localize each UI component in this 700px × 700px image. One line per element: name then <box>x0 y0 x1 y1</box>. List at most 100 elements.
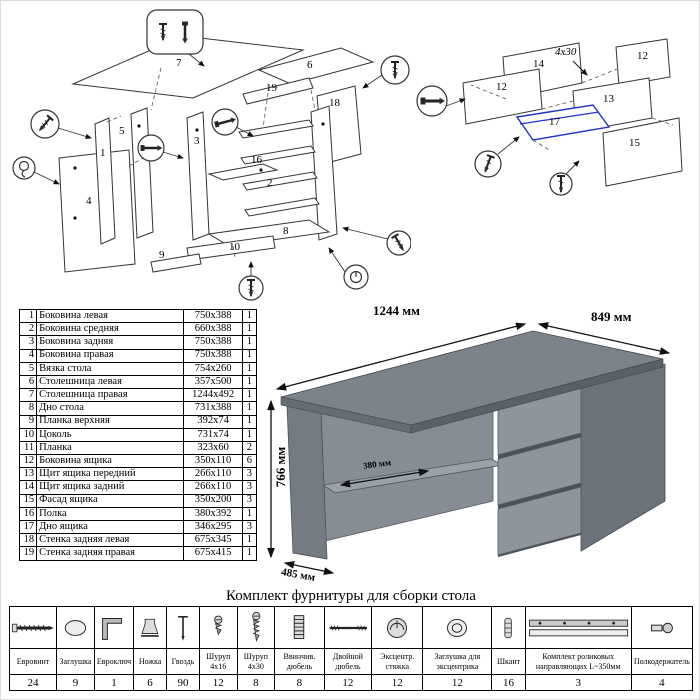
hardware-item-qty: 9 <box>56 674 95 691</box>
dimension-depth-label: 849 мм <box>591 309 632 324</box>
part-number: 7 <box>18 388 38 403</box>
exploded-view-desk: 7 6 19 18 5 3 16 1 2 4 9 10 8 <box>11 6 412 301</box>
part-qty: 1 <box>241 308 258 324</box>
part-number: 14 <box>18 480 38 495</box>
part-name: Фасад ящика <box>36 493 185 508</box>
part-callout-9: 9 <box>159 249 165 261</box>
part-qty: 1 <box>241 348 258 363</box>
part-name: Щит ящика передний <box>36 467 185 482</box>
part-qty: 1 <box>241 533 258 548</box>
part-name: Планка <box>36 440 185 456</box>
part-number: 2 <box>18 322 38 337</box>
part-name: Боковина ящика <box>36 454 185 469</box>
part-number: 1 <box>18 308 38 324</box>
part-callout-16: 16 <box>251 154 262 166</box>
roller-guides-icon <box>524 606 632 649</box>
part-qty: 1 <box>241 388 258 403</box>
exploded-view-drawer-drawing <box>416 38 683 196</box>
screw-size-pointer <box>572 60 588 76</box>
part-callout-3: 3 <box>194 135 200 147</box>
part-size: 380x392 <box>183 506 243 522</box>
part-size: 392x74 <box>183 414 243 429</box>
part-name: Боковина средняя <box>36 322 185 337</box>
part-number: 12 <box>18 454 38 469</box>
part-number: 10 <box>18 427 38 442</box>
part-callout-12b: 12 <box>496 81 507 93</box>
part-name: Щит ящика задний <box>36 480 185 495</box>
hardware-item-label: Заглушка <box>56 648 95 675</box>
part-name: Боковина задняя <box>36 335 185 350</box>
part-name: Полка <box>36 506 185 522</box>
part-size: 357x500 <box>183 374 243 390</box>
hardware-item-qty: 1 <box>93 674 135 691</box>
hardware-item-qty: 4 <box>630 674 694 691</box>
desk-left-panel <box>286 404 328 560</box>
drawer-bottom-groove <box>519 111 600 125</box>
part-number: 13 <box>18 467 38 482</box>
hardware-item-label: Шкант <box>491 648 526 675</box>
hardware-item-qty: 24 <box>8 674 58 691</box>
hardware-item-qty: 3 <box>524 674 632 691</box>
part-size: 346x295 <box>183 519 243 535</box>
hardware-item-label: Гвоздь <box>165 648 200 675</box>
part-qty: 1 <box>241 322 258 337</box>
part-name: Дно стола <box>36 401 185 416</box>
part-size: 266x110 <box>183 480 243 495</box>
screw-4x30-icon <box>236 606 276 649</box>
desk-top-edge-front <box>410 358 664 434</box>
part-name: Столешница левая <box>36 374 185 390</box>
hardware-item-qty: 12 <box>371 674 424 691</box>
part-number: 17 <box>18 519 38 535</box>
hardware-item-label: Ввинчив. дюбель <box>274 648 325 675</box>
cam-lock-icon <box>371 606 424 649</box>
part-qty: 1 <box>241 414 258 429</box>
part-callout-5: 5 <box>119 125 125 137</box>
part-callout-19: 19 <box>266 82 277 94</box>
hardware-item-label: Двойной дюбель <box>323 648 373 675</box>
part-number: 6 <box>18 374 38 390</box>
hardware-item-label: Евровинт <box>8 648 58 675</box>
part-name: Стенка задняя правая <box>36 546 185 561</box>
screw-size-annotation: 4x30 <box>555 46 577 58</box>
part-qty: 1 <box>241 506 258 522</box>
drill-points <box>73 122 325 220</box>
part-size: 350x200 <box>183 493 243 508</box>
part-qty: 3 <box>241 519 258 535</box>
part-size: 731x388 <box>183 401 243 416</box>
part-qty: 1 <box>241 427 258 442</box>
dowel-icon <box>491 606 526 649</box>
part-size: 660x388 <box>183 322 243 337</box>
dimension-width-label: 1244 мм <box>373 303 420 318</box>
part-name: Планка верхняя <box>36 414 185 429</box>
desk-right-panel <box>580 363 666 552</box>
part-name: Боковина правая <box>36 348 185 363</box>
part-callout-1: 1 <box>100 147 106 159</box>
hardware-item-qty: 12 <box>323 674 373 691</box>
part-number: 5 <box>18 361 38 376</box>
part-callout-14: 14 <box>533 58 544 70</box>
part-size: 754x260 <box>183 361 243 376</box>
part-number: 9 <box>18 414 38 429</box>
part-number: 15 <box>18 493 38 508</box>
part-number: 11 <box>18 440 38 456</box>
drawer-front-3[interactable] <box>497 486 582 556</box>
hardware-item-label: Шуруп 4x30 <box>236 648 276 675</box>
part-size: 1244x492 <box>183 388 243 403</box>
drawer-front-2[interactable] <box>497 436 582 506</box>
part-callout-10: 10 <box>229 241 240 253</box>
desk-panels <box>58 35 375 273</box>
dimension-arrows <box>267 322 671 575</box>
hex-key-icon <box>93 606 135 649</box>
shelf-support-icon <box>630 606 694 649</box>
part-callout-17: 17 <box>549 116 560 128</box>
